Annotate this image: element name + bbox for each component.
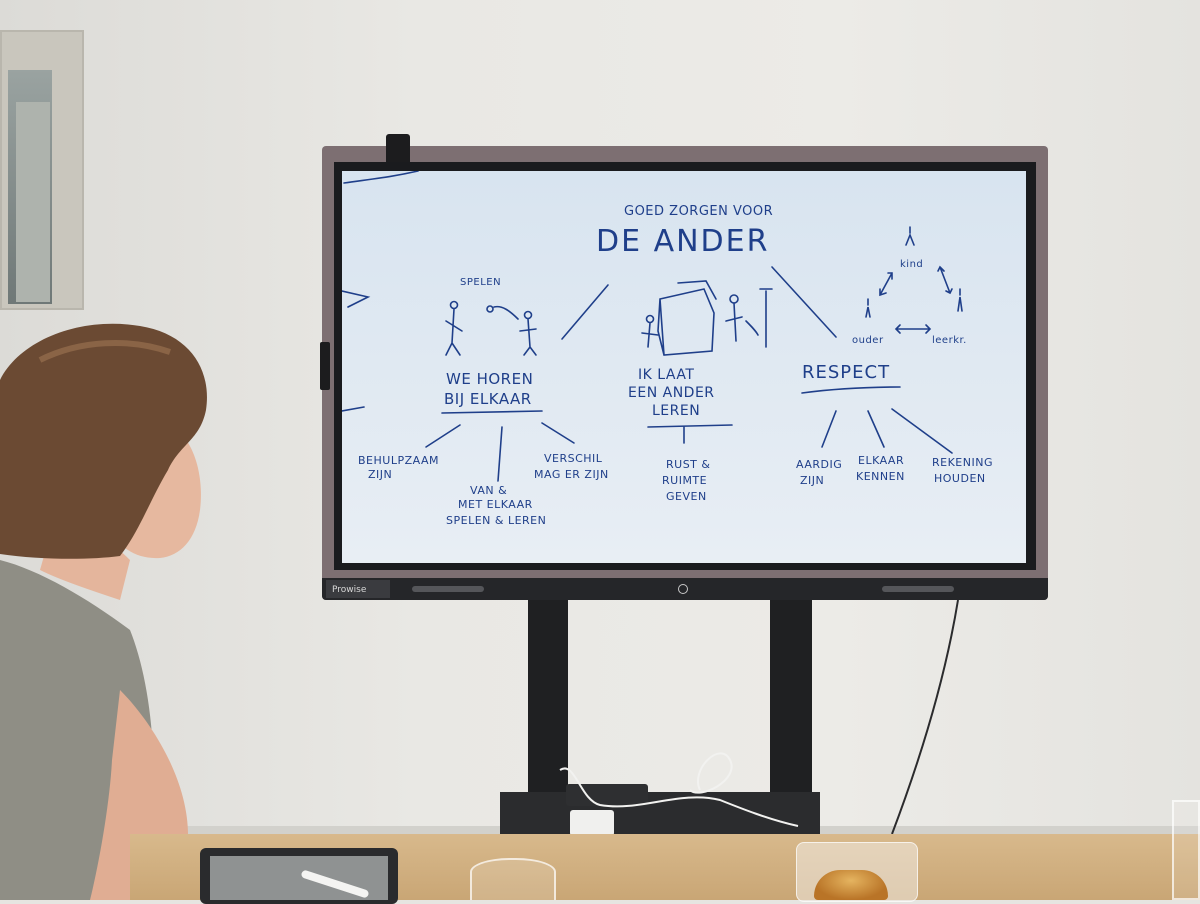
middle-branch-line1: RUST & (666, 458, 711, 471)
left-branch-3 (541, 422, 575, 444)
middle-title-underline (647, 424, 733, 428)
drinking-glass-right (1172, 800, 1200, 900)
right-title: RESPECT (802, 362, 891, 383)
middle-board-post (759, 288, 773, 348)
person (0, 323, 207, 900)
ball-arc (493, 305, 519, 320)
edge-stroke-left (342, 290, 371, 308)
whiteboard-screen: GOED ZORGEN VOOR DE ANDER SPELEN WE HORE… (342, 171, 1026, 563)
left-branch-2-line2: MET ELKAAR (458, 498, 533, 511)
middle-title-line2: EEN ANDER (628, 385, 715, 401)
right-branch-2 (867, 410, 885, 448)
side-port (320, 342, 330, 390)
left-branch-1-line2: ZIJN (368, 468, 393, 481)
connector-left (561, 284, 609, 340)
pastry (814, 870, 888, 900)
brand-badge (326, 580, 390, 598)
white-cable (559, 767, 799, 827)
left-branch-3-line1: VERSCHIL (544, 452, 603, 465)
middle-title-line3: LEREN (652, 403, 701, 419)
figure-left-head (449, 300, 459, 310)
arrow-kind-leerkr (937, 265, 953, 295)
left-branch-1-line1: BEHULPZAAM (358, 454, 439, 467)
monitor-cable (891, 599, 959, 835)
label-leerkr: leerkr. (932, 335, 967, 346)
middle-branch-line2: RUIMTE (662, 474, 708, 487)
right-branch-1 (821, 410, 837, 448)
arrow-kind-ouder (879, 272, 893, 297)
kind-figure (905, 226, 915, 246)
right-title-underline (801, 386, 901, 394)
ouder-figure (865, 298, 871, 318)
label-kind: kind (900, 259, 924, 270)
label-ouder: ouder (852, 335, 884, 346)
person-hair-highlight (38, 339, 171, 363)
middle-branch-line3: GEVEN (666, 490, 707, 503)
edge-stroke-mid (342, 406, 365, 412)
left-branch-1 (425, 424, 461, 448)
left-title-line2: BIJ ELKAAR (444, 390, 532, 408)
book-drawing (657, 280, 717, 356)
middle-figure-2-head (729, 294, 739, 304)
right-branch-3 (891, 408, 953, 454)
left-title-underline (441, 410, 543, 414)
middle-figure-1-body (641, 322, 659, 348)
window-frame (0, 30, 84, 310)
heading-small: GOED ZORGEN VOOR (624, 204, 774, 219)
figure-right-head (523, 310, 533, 320)
figure-left-body (445, 308, 463, 356)
right-branch-1-line1: AARDIG (796, 458, 843, 471)
stand-base (500, 792, 820, 836)
edge-stroke-top (343, 171, 419, 184)
power-plug (570, 810, 614, 836)
connector-right (771, 266, 837, 338)
white-cable-loop (689, 752, 733, 794)
left-branch-2 (497, 426, 503, 482)
chin-button-left (412, 586, 484, 592)
arrow-ouder-leerkr (894, 324, 932, 334)
right-branch-2-line2: KENNEN (856, 470, 905, 483)
drinking-glass (470, 858, 556, 900)
chin-button-right (882, 586, 954, 592)
interactive-display: GOED ZORGEN VOOR DE ANDER SPELEN WE HORE… (320, 134, 1048, 600)
leerkr-figure (957, 288, 963, 312)
window-inner-pane (16, 102, 50, 302)
heading-large: DE ANDER (596, 224, 770, 259)
power-button-icon (678, 584, 688, 594)
left-branch-2-line3: SPELEN & LEREN (446, 514, 547, 527)
right-branch-3-line1: REKENING (932, 456, 993, 469)
ball (486, 305, 494, 313)
right-branch-2-line1: ELKAAR (858, 454, 905, 467)
middle-figure-2-body (725, 302, 759, 342)
left-title-line1: WE HOREN (446, 370, 534, 388)
middle-title-line1: IK LAAT (638, 367, 695, 383)
person-hair (0, 323, 207, 559)
brand-logo: Prowise (332, 585, 367, 595)
label-spelen: SPELEN (460, 277, 502, 288)
right-branch-1-line2: ZIJN (800, 474, 825, 487)
left-branch-2-line1: VAN & (470, 484, 508, 497)
figure-right-body (519, 318, 537, 356)
whiteboard-drawings (342, 171, 963, 482)
left-branch-3-line2: MAG ER ZIJN (534, 468, 609, 481)
right-branch-3-line2: HOUDEN (934, 472, 986, 485)
middle-figure-1-head (645, 314, 655, 324)
power-strip (566, 784, 648, 806)
webcam-icon (386, 134, 410, 164)
